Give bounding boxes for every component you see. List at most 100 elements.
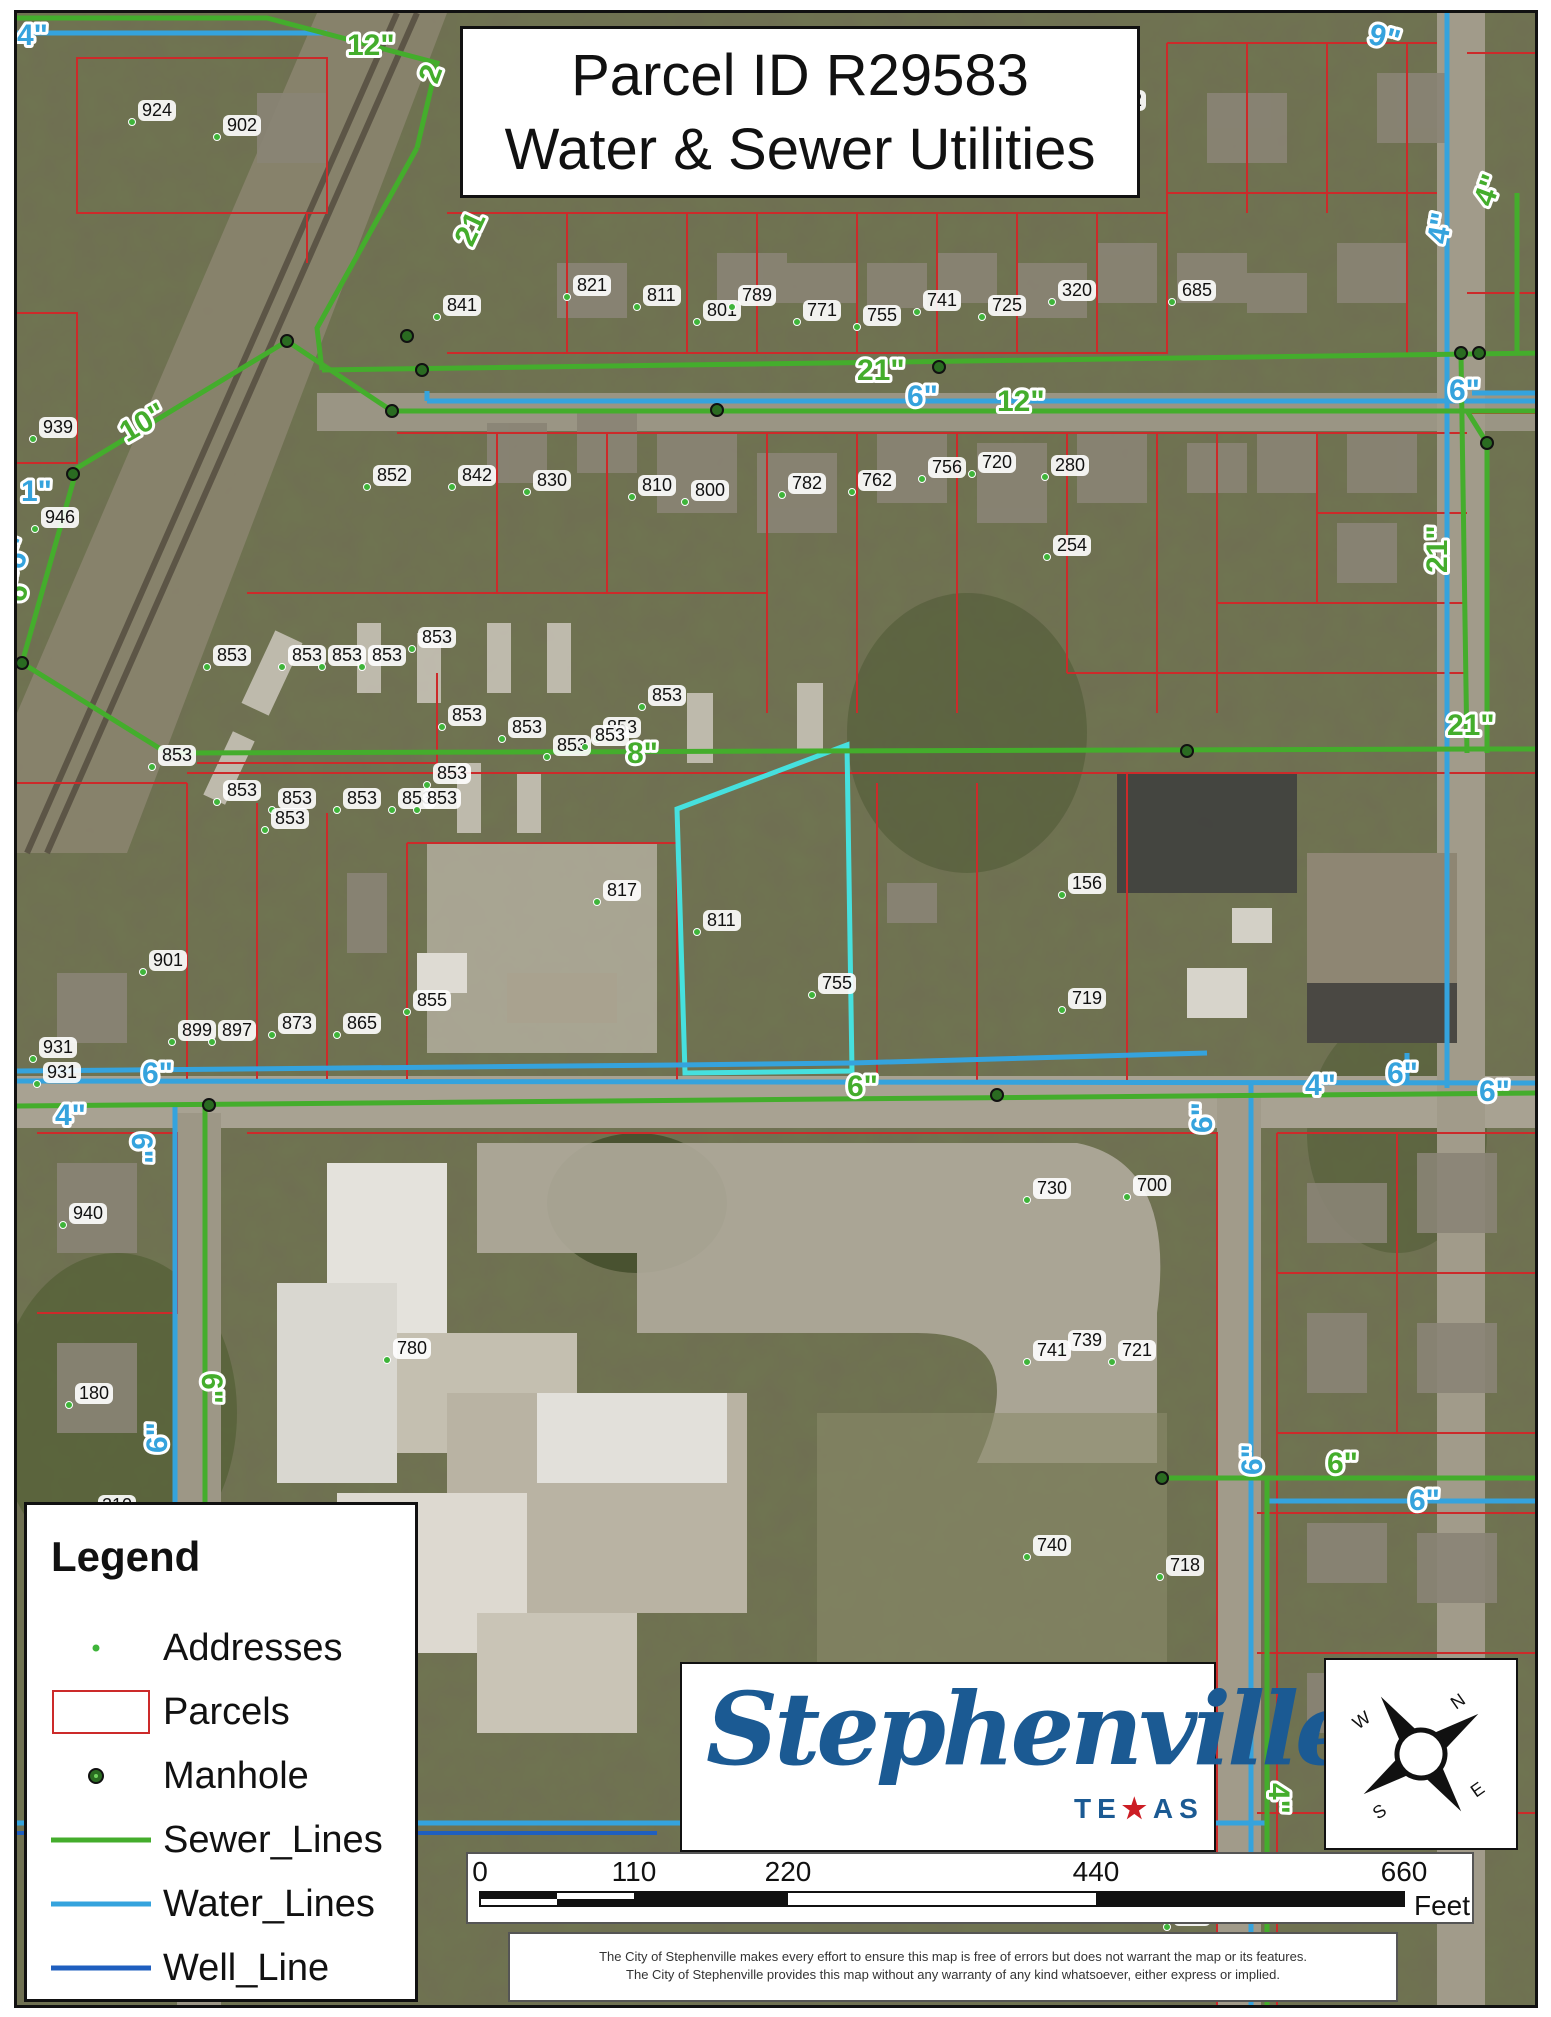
address-point[interactable]: [213, 133, 221, 141]
address-point[interactable]: [438, 723, 446, 731]
address-point[interactable]: [693, 928, 701, 936]
address-label: 940: [73, 1203, 103, 1223]
address-point[interactable]: [728, 303, 736, 311]
address-point[interactable]: [29, 1055, 37, 1063]
school-building: [537, 1393, 727, 1483]
address-point[interactable]: [29, 435, 37, 443]
compass-n: N: [1447, 1689, 1469, 1713]
address-point[interactable]: [333, 806, 341, 814]
disclaimer-line-2: The City of Stephenville provides this m…: [626, 1967, 1280, 1982]
address-point[interactable]: [358, 663, 366, 671]
address-point[interactable]: [793, 318, 801, 326]
address-point[interactable]: [1108, 1358, 1116, 1366]
address-label-bg: [1051, 455, 1089, 476]
subject-parcel-r29583[interactable]: [674, 741, 855, 1076]
address-point[interactable]: [203, 663, 211, 671]
address-point[interactable]: [523, 488, 531, 496]
address-point[interactable]: [139, 968, 147, 976]
address-point[interactable]: [1123, 1193, 1131, 1201]
compass-w: W: [1349, 1707, 1374, 1733]
address-point[interactable]: [918, 475, 926, 483]
address-label-bg: [573, 275, 611, 296]
address-label-bg: [1068, 988, 1106, 1009]
address-label: 725: [992, 295, 1022, 315]
address-point[interactable]: [59, 1221, 67, 1229]
address-label-bg: [423, 788, 461, 809]
address-point[interactable]: [318, 663, 326, 671]
address-point[interactable]: [1023, 1358, 1031, 1366]
address-point[interactable]: [278, 663, 286, 671]
address-point[interactable]: [1156, 1573, 1164, 1581]
address-point[interactable]: [1043, 553, 1051, 561]
address-point[interactable]: [333, 1031, 341, 1039]
address-point[interactable]: [403, 1008, 411, 1016]
address-point[interactable]: [498, 735, 506, 743]
address-point[interactable]: [168, 1038, 176, 1046]
address-point[interactable]: [563, 293, 571, 301]
address-point[interactable]: [633, 303, 641, 311]
building: [417, 953, 467, 993]
address-point[interactable]: [261, 826, 269, 834]
address-point[interactable]: [128, 118, 136, 126]
address-point[interactable]: [1058, 1006, 1066, 1014]
address-point[interactable]: [913, 308, 921, 316]
address-label-bg: [1058, 280, 1096, 301]
address-point[interactable]: [1023, 1196, 1031, 1204]
address-point[interactable]: [581, 743, 589, 751]
address-label-bg: [703, 910, 741, 931]
address-point[interactable]: [448, 483, 456, 491]
address-point[interactable]: [423, 781, 431, 789]
address-point[interactable]: [628, 493, 636, 501]
north-arrow: N E S W: [1324, 1658, 1518, 1850]
address-point[interactable]: [363, 483, 371, 491]
address-point[interactable]: [681, 498, 689, 506]
address-point[interactable]: [1041, 473, 1049, 481]
address-point[interactable]: [638, 703, 646, 711]
address-point[interactable]: [268, 1031, 276, 1039]
address-point[interactable]: [413, 806, 421, 814]
address-label: 718: [1170, 1555, 1200, 1575]
address-label: 739: [1072, 1330, 1102, 1350]
address-point[interactable]: [388, 806, 396, 814]
address-point[interactable]: [778, 491, 786, 499]
address-point[interactable]: [1023, 1553, 1031, 1561]
address-label: 853: [347, 788, 377, 808]
address-point[interactable]: [853, 323, 861, 331]
address-label: 700: [1137, 1175, 1167, 1195]
address-label-bg: [691, 480, 729, 501]
scale-tick-label: 110: [611, 1856, 657, 1887]
address-label: 721: [1122, 1340, 1152, 1360]
address-point[interactable]: [433, 313, 441, 321]
legend-label: Manhole: [163, 1755, 309, 1797]
address-point[interactable]: [693, 318, 701, 326]
address-point[interactable]: [208, 1038, 216, 1046]
school-building: [477, 1613, 637, 1733]
address-point[interactable]: [213, 798, 221, 806]
address-point[interactable]: [1058, 891, 1066, 899]
address-point[interactable]: [543, 753, 551, 761]
address-point[interactable]: [978, 313, 986, 321]
pipe-size-label: 21": [857, 354, 905, 387]
address-point[interactable]: [848, 488, 856, 496]
address-point[interactable]: [1163, 1923, 1171, 1931]
address-point[interactable]: [808, 991, 816, 999]
address-label: 853: [292, 645, 322, 665]
address-point[interactable]: [968, 470, 976, 478]
address-point[interactable]: [383, 1356, 391, 1364]
address-label-bg: [1133, 1175, 1171, 1196]
address-point[interactable]: [593, 898, 601, 906]
pipe-size-label: 12": [997, 385, 1045, 418]
address-point[interactable]: [65, 1401, 73, 1409]
address-point[interactable]: [1168, 298, 1176, 306]
address-point[interactable]: [408, 645, 416, 653]
address-point[interactable]: [1048, 298, 1056, 306]
address-point[interactable]: [31, 525, 39, 533]
address-point[interactable]: [33, 1080, 41, 1088]
building: [1187, 968, 1247, 1018]
pipe-size-label: 6": [125, 1133, 158, 1164]
address-label: 811: [647, 285, 676, 305]
mobile-homes: [203, 623, 823, 833]
pipe-size-label: 4": [1305, 1069, 1336, 1102]
address-point[interactable]: [148, 763, 156, 771]
address-label-bg: [43, 1062, 81, 1083]
